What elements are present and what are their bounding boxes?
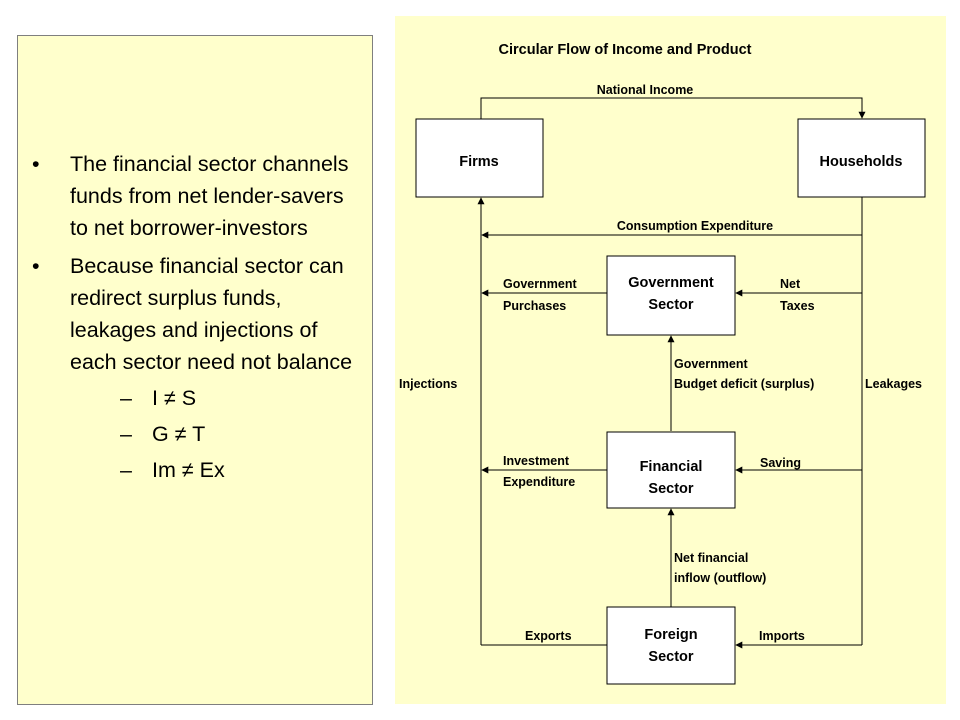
bullet-redirect-surplus: • Because financial sector can redirect … bbox=[18, 250, 374, 486]
net-financial-label-1: Net financial bbox=[674, 551, 748, 565]
diagram-title: Circular Flow of Income and Product bbox=[499, 42, 752, 58]
bullet-financial-sector-channels: • The financial sector channels funds fr… bbox=[18, 148, 374, 244]
gov-budget-label-2: Budget deficit (surplus) bbox=[674, 377, 814, 391]
injections-label: Injections bbox=[399, 377, 457, 391]
imports-label: Imports bbox=[759, 629, 805, 643]
dash-marker: – bbox=[120, 458, 132, 482]
bullet-marker: • bbox=[32, 254, 40, 278]
net-financial-label-2: inflow (outflow) bbox=[674, 571, 766, 585]
sub-bullet-g-t: – G ≠ T bbox=[70, 418, 366, 450]
foreign-sector-box bbox=[606, 606, 736, 685]
circular-flow-diagram: Circular Flow of Income and Product bbox=[399, 42, 926, 685]
dash-marker: – bbox=[120, 422, 132, 446]
gov-purchases-label-1: Government bbox=[503, 277, 577, 291]
financial-sector-label-1: Financial bbox=[640, 459, 703, 475]
households-label: Households bbox=[820, 154, 903, 170]
sub-bullet-text: G ≠ T bbox=[152, 422, 206, 446]
diagram-panel: Circular Flow of Income and Product bbox=[395, 16, 946, 704]
consumption-label: Consumption Expenditure bbox=[617, 219, 773, 233]
national-income-label: National Income bbox=[597, 83, 694, 97]
leakages-label: Leakages bbox=[865, 377, 922, 391]
government-sector-label-1: Government bbox=[628, 275, 714, 291]
financial-sector-box bbox=[606, 431, 736, 509]
foreign-sector-label-2: Sector bbox=[648, 649, 693, 665]
government-sector-box bbox=[606, 255, 736, 336]
gov-purchases-label-2: Purchases bbox=[503, 299, 566, 313]
government-sector-label-2: Sector bbox=[648, 297, 693, 313]
firms-box bbox=[415, 118, 544, 198]
sub-bullet-text: Im ≠ Ex bbox=[152, 458, 225, 482]
saving-label: Saving bbox=[760, 456, 801, 470]
foreign-sector-label-1: Foreign bbox=[644, 627, 697, 643]
financial-sector-label-2: Sector bbox=[648, 481, 693, 497]
bullet-list: • The financial sector channels funds fr… bbox=[18, 148, 374, 492]
net-taxes-label-1: Net bbox=[780, 277, 801, 291]
sub-bullet-i-s: – I ≠ S bbox=[70, 382, 366, 414]
sub-bullet-text: I ≠ S bbox=[152, 386, 197, 410]
investment-label-2: Expenditure bbox=[503, 475, 575, 489]
households-box bbox=[797, 118, 926, 198]
gov-budget-label-1: Government bbox=[674, 357, 748, 371]
investment-label-1: Investment bbox=[503, 454, 570, 468]
bullet-marker: • bbox=[32, 152, 40, 176]
text-panel: • The financial sector channels funds fr… bbox=[17, 35, 373, 705]
net-taxes-label-2: Taxes bbox=[780, 299, 815, 313]
sub-bullet-im-ex: – Im ≠ Ex bbox=[70, 454, 366, 486]
bullet-text: The financial sector channels funds from… bbox=[70, 152, 349, 240]
bullet-text: Because financial sector can redirect su… bbox=[70, 254, 353, 374]
dash-marker: – bbox=[120, 386, 132, 410]
national-income-arrow bbox=[480, 97, 866, 119]
exports-label: Exports bbox=[525, 629, 572, 643]
firms-label: Firms bbox=[459, 154, 499, 170]
